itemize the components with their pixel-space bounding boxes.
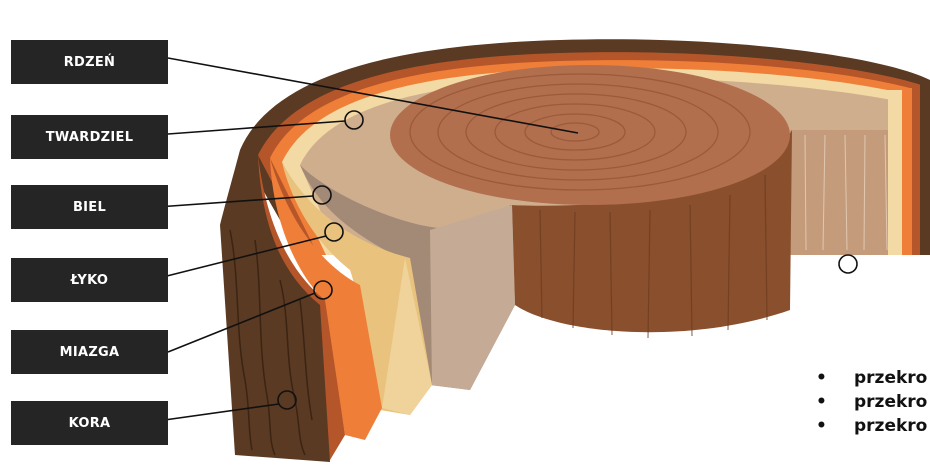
label-twardziel: TWARDZIEL — [11, 115, 168, 159]
bullet-list: przekro przekro przekro — [812, 366, 930, 438]
label-lyko: ŁYKO — [11, 258, 168, 302]
label-kora: KORA — [11, 401, 168, 445]
label-miazga: MIAZGA — [11, 330, 168, 374]
marker-right — [839, 255, 857, 273]
right-cambium-edge — [912, 85, 920, 255]
bullet-item-2: przekro — [812, 390, 930, 414]
right-sapwood-edge — [888, 90, 902, 255]
right-bark-edge — [920, 80, 930, 255]
right-phloem-edge — [902, 88, 912, 255]
bullet-item-1: przekro — [812, 366, 930, 390]
core-top — [390, 65, 790, 205]
label-biel: BIEL — [11, 185, 168, 229]
bullet-item-3: przekro — [812, 414, 930, 438]
heartwood-slice-face — [430, 205, 515, 390]
label-rdzen: RDZEŃ — [11, 40, 168, 84]
